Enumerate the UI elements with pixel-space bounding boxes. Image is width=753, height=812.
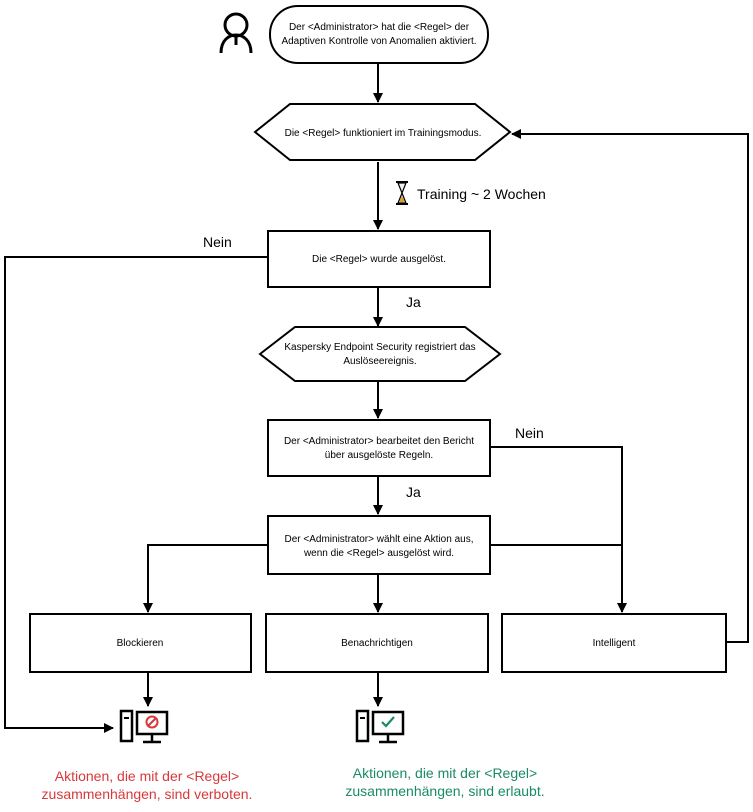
start-node-line2: Adaptiven Kontrolle von Anomalien aktivi… bbox=[281, 36, 476, 47]
allowed-result-line1: Aktionen, die mit der <Regel> bbox=[353, 765, 537, 781]
forbidden-result-line2: zusammenhängen, sind verboten. bbox=[42, 786, 253, 802]
edge-intelligent-back-to-training bbox=[511, 129, 749, 643]
edge-action-to-block bbox=[143, 544, 268, 613]
edit-report-line1: Der <Administrator> bearbeitet den Beric… bbox=[284, 436, 474, 447]
block-node: Blockieren bbox=[29, 613, 252, 673]
intelligent-node: Intelligent bbox=[501, 613, 727, 673]
edge-report-no-to-intelligent bbox=[490, 446, 627, 613]
intelligent-text: Intelligent bbox=[593, 638, 636, 649]
training-mode-text: Die <Regel> funktioniert im Trainingsmod… bbox=[285, 128, 482, 139]
choose-action-line2: wenn die <Regel> ausgelöst wird. bbox=[303, 548, 454, 559]
allowed-result-line2: zusammenhängen, sind erlaubt. bbox=[345, 783, 544, 799]
training-mode-node: Die <Regel> funktioniert im Trainingsmod… bbox=[253, 103, 512, 161]
start-node-line1: Der <Administrator> hat die <Regel> der bbox=[289, 22, 470, 33]
registers-line2: Auslöseereignis. bbox=[343, 356, 416, 367]
yes-label-2: Ja bbox=[406, 484, 421, 500]
notify-text: Benachrichtigen bbox=[341, 638, 413, 649]
block-text: Blockieren bbox=[117, 638, 164, 649]
no-label-left: Nein bbox=[203, 234, 232, 250]
triggered-text: Die <Regel> wurde ausgelöst. bbox=[312, 254, 446, 265]
edit-report-node: Der <Administrator> bearbeitet den Beric… bbox=[267, 419, 491, 477]
choose-action-line1: Der <Administrator> wählt eine Aktion au… bbox=[285, 534, 474, 545]
yes-label-1: Ja bbox=[406, 294, 421, 310]
edge-triggered-no-to-forbidden bbox=[4, 256, 268, 733]
forbidden-result: Aktionen, die mit der <Regel> zusammenhä… bbox=[42, 768, 253, 802]
registers-node: Kaspersky Endpoint Security registriert … bbox=[258, 326, 502, 382]
registers-line1: Kaspersky Endpoint Security registriert … bbox=[284, 342, 475, 353]
forbidden-result-line1: Aktionen, die mit der <Regel> bbox=[55, 768, 239, 784]
triggered-node: Die <Regel> wurde ausgelöst. bbox=[267, 230, 491, 288]
start-node: Der <Administrator> hat die <Regel> der … bbox=[269, 5, 489, 64]
training-duration-label: Training ~ 2 Wochen bbox=[417, 186, 546, 202]
choose-action-node: Der <Administrator> wählt eine Aktion au… bbox=[267, 515, 491, 575]
no-label-right: Nein bbox=[515, 425, 544, 441]
allowed-result: Aktionen, die mit der <Regel> zusammenhä… bbox=[345, 765, 544, 799]
allowed-computer-icon bbox=[355, 709, 405, 744]
blocked-computer-icon bbox=[119, 709, 169, 744]
edit-report-line2: über ausgelöste Regeln. bbox=[325, 450, 433, 461]
user-icon bbox=[219, 12, 253, 54]
connectors bbox=[4, 63, 749, 733]
notify-node: Benachrichtigen bbox=[265, 613, 489, 673]
hourglass-icon bbox=[396, 181, 408, 205]
